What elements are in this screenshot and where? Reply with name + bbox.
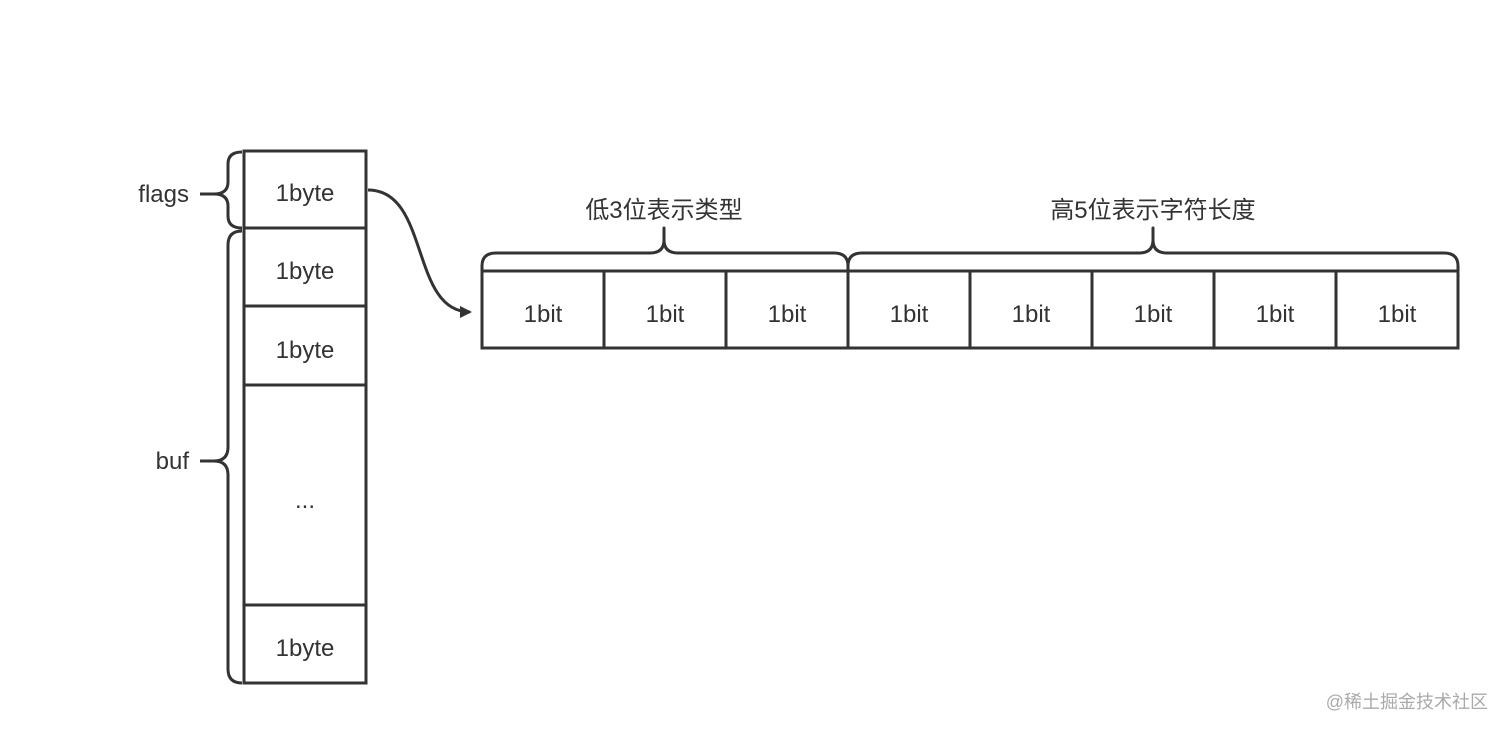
bit-row: 1bit 1bit 1bit 1bit 1bit 1bit 1bit 1bit: [480, 269, 1460, 350]
flags-brace: [212, 150, 243, 230]
buf-label: buf: [156, 448, 190, 475]
watermark: @稀土掘金技术社区: [1326, 692, 1488, 712]
connector-arrow: [367, 188, 472, 318]
bit-cell-label: 1bit: [524, 301, 563, 328]
high-bits-label: 高5位表示字符长度: [1050, 197, 1255, 224]
low-bits-brace: [480, 226, 850, 270]
bit-cell-label: 1bit: [1134, 301, 1173, 328]
bit-cell: [1334, 269, 1460, 350]
high-bits-brace: [846, 226, 1460, 270]
bit-cell-label: 1bit: [768, 301, 807, 328]
flags-label: flags: [138, 181, 189, 208]
bit-cell-label: 1bit: [1378, 301, 1417, 328]
bit-cell-label: 1bit: [890, 301, 929, 328]
byte-cell-label: 1byte: [276, 635, 335, 662]
low-bits-label: 低3位表示类型: [585, 197, 742, 224]
byte-cell-label: 1byte: [276, 337, 335, 364]
buf-brace: [212, 229, 243, 685]
byte-cell-label: 1byte: [276, 180, 335, 207]
byte-cell-label: 1byte: [276, 258, 335, 285]
byte-column: 1byte 1byte 1byte ... 1byte: [242, 149, 368, 685]
bit-cell-label: 1bit: [646, 301, 685, 328]
byte-cell: [242, 603, 368, 685]
bit-cell-label: 1bit: [1256, 301, 1295, 328]
bit-cell-label: 1bit: [1012, 301, 1051, 328]
byte-cell-label: ...: [295, 487, 315, 514]
